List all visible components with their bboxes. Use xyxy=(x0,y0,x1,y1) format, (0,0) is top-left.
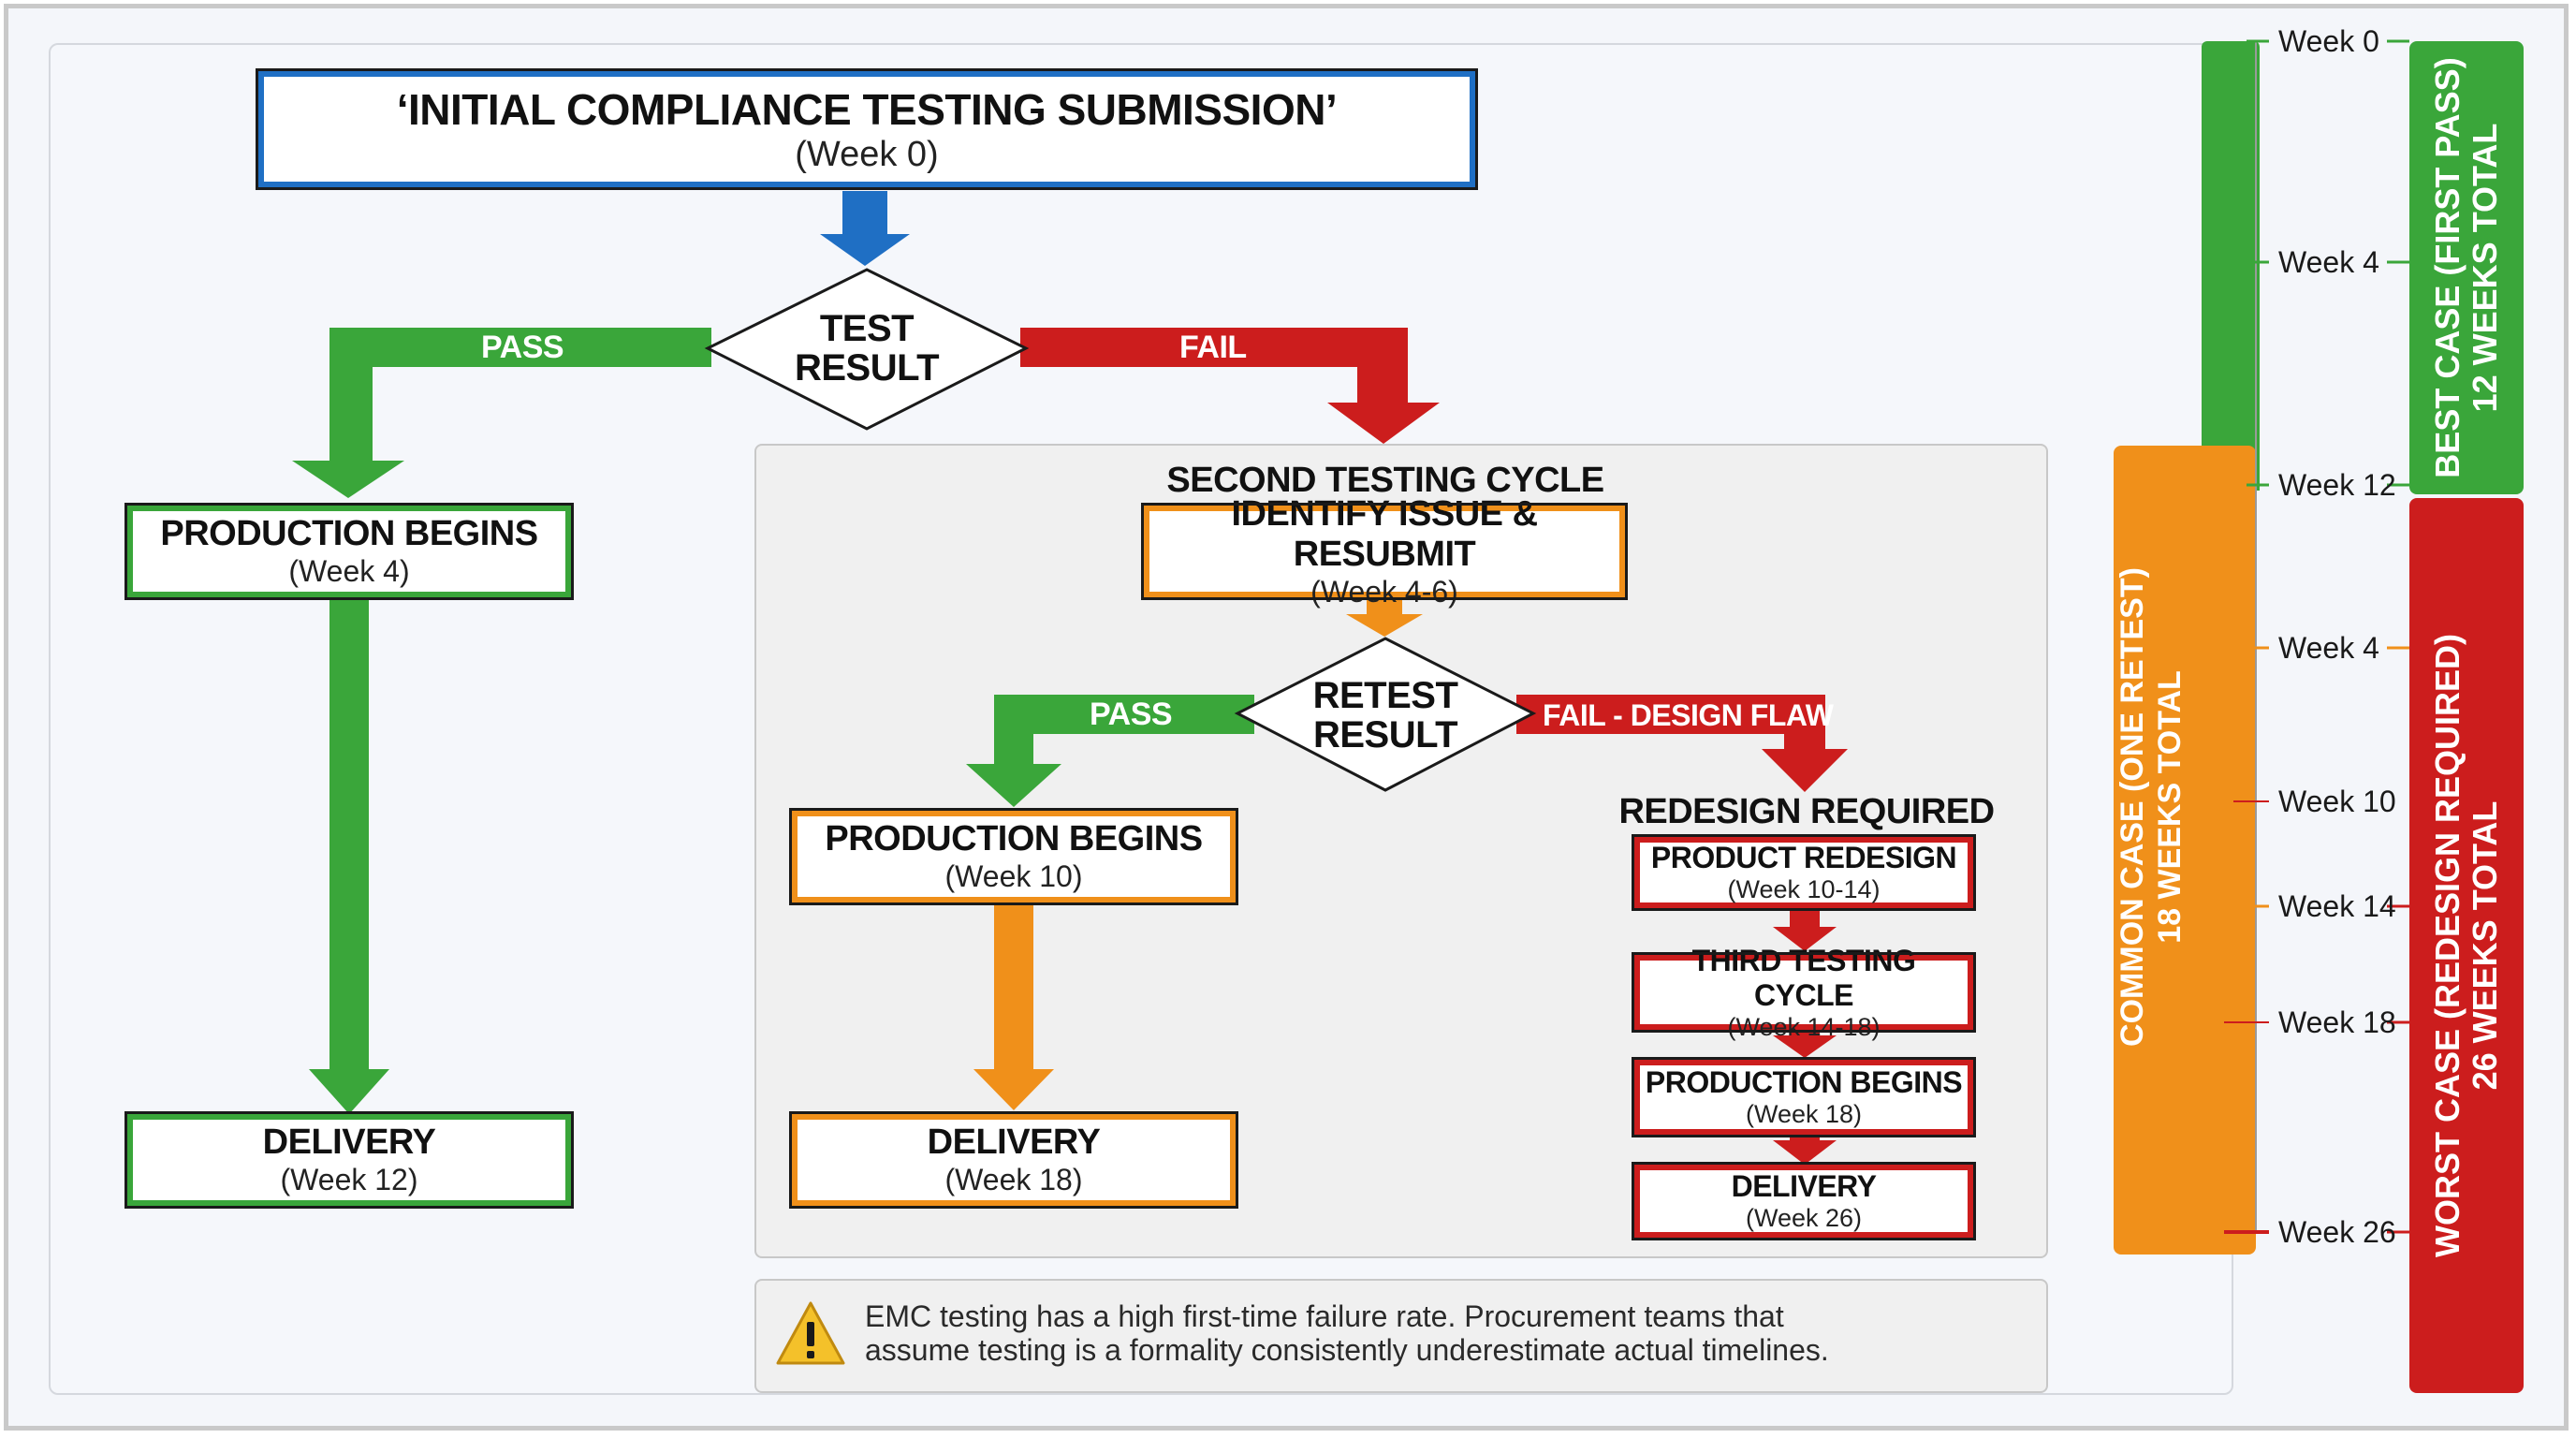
common-production-title: PRODUCTION BEGINS xyxy=(825,819,1203,858)
best-production-box: PRODUCTION BEGINS (Week 4) xyxy=(124,503,574,600)
redesign-step-production: PRODUCTION BEGINS (Week 18) xyxy=(1632,1057,1976,1137)
arrow-redesign-1 xyxy=(1773,908,1837,951)
common-case-bar xyxy=(2114,446,2256,1255)
test-result-diamond xyxy=(704,268,1030,431)
retest-fail-path xyxy=(1516,695,1848,792)
worst-case-line2: 26 WEEKS TOTAL xyxy=(2466,800,2504,1091)
best-case-line1: BEST CASE (FIRST PASS) xyxy=(2428,57,2466,478)
retest-result-diamond xyxy=(1234,637,1537,792)
common-production-box: PRODUCTION BEGINS (Week 10) xyxy=(789,808,1238,905)
common-production-week: (Week 10) xyxy=(944,859,1083,893)
common-case-line2: 18 WEEKS TOTAL xyxy=(2152,670,2188,944)
redesign-step-week: (Week 26) xyxy=(1745,1204,1863,1232)
arrow-best-production-to-delivery xyxy=(309,599,389,1114)
common-case-label: COMMON CASE (ONE RETEST) 18 WEEKS TOTAL xyxy=(2114,526,2188,1088)
warning-note-text: EMC testing has a high first-time failur… xyxy=(865,1299,2026,1367)
common-delivery-box: DELIVERY (Week 18) xyxy=(789,1111,1238,1209)
redesign-step-week: (Week 10-14) xyxy=(1727,875,1881,903)
tick-week-0: Week 0 xyxy=(2278,24,2379,58)
retest-result-line2: RESULT xyxy=(1312,714,1458,756)
best-case-label-bar xyxy=(2409,41,2524,494)
redesign-step-title: THIRD TESTING CYCLE xyxy=(1691,943,1916,1012)
worst-case-label-bar xyxy=(2409,498,2524,1393)
redesign-heading: REDESIGN REQUIRED xyxy=(1618,792,1995,831)
initial-submission-title: ‘INITIAL COMPLIANCE TESTING SUBMISSION’ xyxy=(396,84,1338,134)
best-case-line2: 12 WEEKS TOTAL xyxy=(2466,123,2504,413)
retest-fail-label: FAIL - DESIGN FLAW xyxy=(1543,698,1834,732)
common-delivery-week: (Week 18) xyxy=(944,1163,1083,1196)
redesign-step-title: PRODUCTION BEGINS xyxy=(1645,1065,1963,1099)
redesign-step-title: PRODUCT REDESIGN xyxy=(1650,841,1957,874)
best-case-label: BEST CASE (FIRST PASS) 12 WEEKS TOTAL xyxy=(2428,43,2504,492)
redesign-step-week: (Week 14-18) xyxy=(1727,1012,1881,1041)
pass-label: PASS xyxy=(481,330,564,365)
tick-week-4-best: Week 4 xyxy=(2278,245,2379,279)
redesign-step-delivery: DELIVERY (Week 26) xyxy=(1632,1162,1976,1240)
retest-pass-label: PASS xyxy=(1090,697,1173,732)
redesign-step-product-redesign: PRODUCT REDESIGN (Week 10-14) xyxy=(1632,834,1976,911)
best-delivery-week: (Week 12) xyxy=(280,1163,418,1196)
tick-week-12: Week 12 xyxy=(2278,468,2396,502)
initial-submission-week: (Week 0) xyxy=(795,134,939,174)
redesign-step-title: DELIVERY xyxy=(1731,1169,1877,1203)
best-delivery-title: DELIVERY xyxy=(262,1123,436,1162)
identify-resubmit-week: (Week 4-6) xyxy=(1310,574,1458,609)
retest-result-label: RETEST RESULT xyxy=(1292,676,1479,755)
fail-label: FAIL xyxy=(1179,330,1247,365)
identify-resubmit-box: IDENTIFY ISSUE & RESUBMIT (Week 4-6) xyxy=(1141,494,1628,609)
retest-result-line1: RETEST xyxy=(1312,675,1458,716)
redesign-step-week: (Week 18) xyxy=(1745,1100,1863,1128)
worst-case-line1: WORST CASE (REDESIGN REQUIRED) xyxy=(2428,633,2466,1258)
redesign-step-third-testing: THIRD TESTING CYCLE (Week 14-18) xyxy=(1632,944,1976,1041)
warning-note-box xyxy=(754,1279,2048,1393)
tick-week-4-common: Week 4 xyxy=(2278,631,2379,665)
warning-note-line2: assume testing is a formality consistent… xyxy=(865,1333,1829,1367)
fail-path xyxy=(1020,328,1440,444)
best-production-title: PRODUCTION BEGINS xyxy=(160,514,538,553)
worst-case-label: WORST CASE (REDESIGN REQUIRED) 26 WEEKS … xyxy=(2428,580,2504,1311)
arrow-identify-to-retest xyxy=(1346,599,1423,637)
second-cycle-heading: SECOND TESTING CYCLE xyxy=(1166,461,1604,500)
tick-week-26: Week 26 xyxy=(2278,1215,2396,1249)
identify-resubmit-title: IDENTIFY ISSUE & RESUBMIT xyxy=(1231,493,1538,574)
test-result-line2: RESULT xyxy=(794,347,940,389)
test-result-label: TEST RESULT xyxy=(773,309,960,388)
arrow-common-production-to-delivery xyxy=(973,904,1054,1110)
warning-triangle-icon xyxy=(776,1301,845,1365)
retest-pass-path xyxy=(966,695,1254,807)
warning-note-line1: EMC testing has a high first-time failur… xyxy=(865,1299,1784,1333)
arrow-redesign-3 xyxy=(1773,1135,1837,1165)
arrow-initial-to-test xyxy=(820,191,910,266)
initial-submission-box: ‘INITIAL COMPLIANCE TESTING SUBMISSION’ … xyxy=(256,68,1478,190)
best-production-week: (Week 4) xyxy=(288,554,410,588)
pass-path xyxy=(292,328,711,498)
tick-week-18: Week 18 xyxy=(2278,1005,2396,1039)
best-delivery-box: DELIVERY (Week 12) xyxy=(124,1111,574,1209)
arrow-redesign-2 xyxy=(1773,1030,1837,1058)
common-delivery-title: DELIVERY xyxy=(927,1123,1101,1162)
best-case-bar xyxy=(2202,41,2260,491)
tick-week-10: Week 10 xyxy=(2278,785,2396,818)
common-case-line1: COMMON CASE (ONE RETEST) xyxy=(2115,567,2150,1047)
test-result-line1: TEST xyxy=(819,308,915,349)
tick-week-14: Week 14 xyxy=(2278,889,2396,923)
